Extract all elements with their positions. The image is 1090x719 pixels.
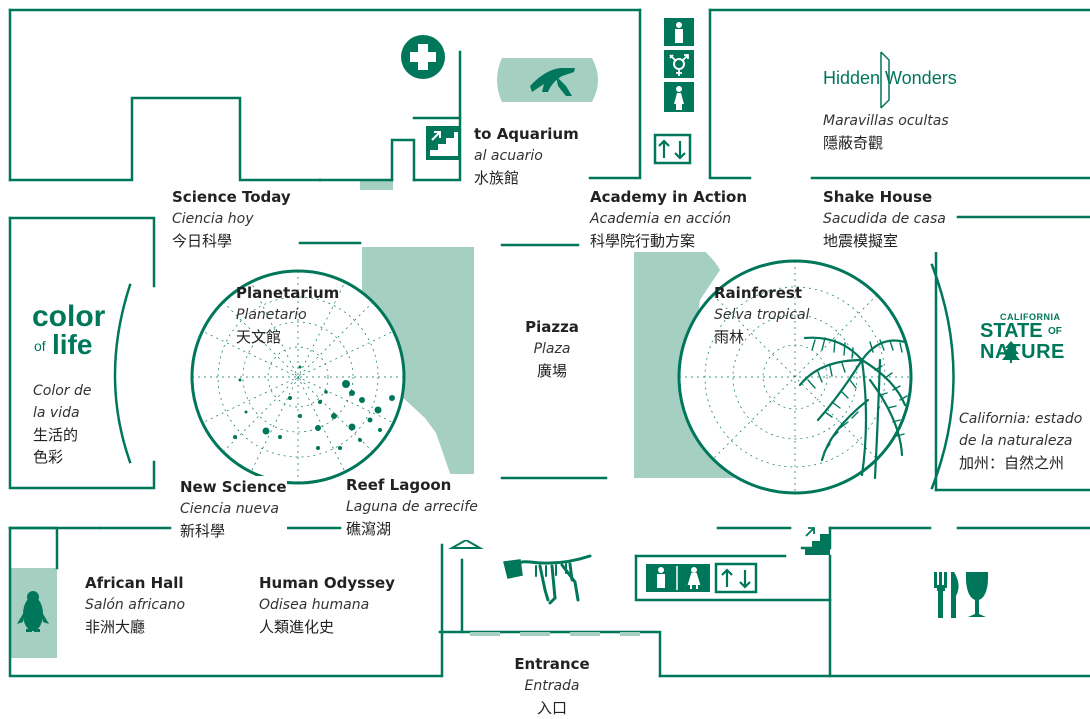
color-of-life-logo-life: life — [52, 329, 93, 360]
new-science-en: New Science — [180, 478, 287, 496]
color-of-life-es-1: Color de — [33, 383, 92, 399]
state-of-nature-logo-nature: NATURE — [980, 341, 1065, 363]
piazza-label: Piazza Plaza 廣場 — [512, 316, 592, 382]
hidden-wonders-zh: 隱蔽奇觀 — [823, 134, 884, 152]
color-of-life-zh-1: 生活的 — [33, 426, 79, 444]
doorway-block — [360, 180, 393, 190]
african-hall-en: African Hall — [85, 574, 184, 592]
human-odyssey-zh: 人類進化史 — [259, 618, 335, 636]
state-of-nature-logo-state: STATE — [980, 320, 1043, 342]
state-of-nature-es-2: de la naturaleza — [959, 433, 1073, 449]
restroom-men-icon — [664, 18, 694, 46]
to-aquarium-en: to Aquarium — [474, 125, 579, 143]
african-hall-zh: 非洲大廳 — [85, 618, 146, 636]
hidden-wonders-logo-left: Hidden — [823, 68, 881, 88]
color-of-life-logo-of: of — [34, 338, 46, 354]
science-today-zh: 今日科學 — [172, 232, 233, 250]
elevator-icon — [653, 133, 692, 165]
state-of-nature-logo-california: CALIFORNIA — [1000, 312, 1061, 322]
color-of-life-es-2: la vida — [33, 405, 80, 421]
science-today-label: Science Today Ciencia hoy 今日科學 — [172, 186, 291, 252]
academy-in-action-es: Academia en acción — [590, 211, 732, 227]
academy-in-action-en: Academy in Action — [590, 188, 748, 206]
shake-house-zh: 地震模擬室 — [823, 232, 899, 250]
piazza-en: Piazza — [525, 318, 579, 336]
human-odyssey-es: Odisea humana — [259, 597, 370, 613]
hidden-wonders-logo-right: Wonders — [885, 68, 957, 88]
planetarium-zh: 天文館 — [236, 328, 282, 346]
star-dots — [233, 365, 402, 450]
reef-lagoon-zh: 礁瀉湖 — [346, 520, 392, 538]
dining-icon — [934, 572, 989, 618]
academy-in-action-zh: 科學院行動方案 — [590, 232, 696, 250]
hidden-wonders-label: Maravillas ocultas 隱蔽奇觀 — [823, 110, 949, 154]
new-science-es: Ciencia nueva — [180, 501, 279, 517]
restroom-lower-icon — [646, 564, 710, 592]
restroom-allgender-icon — [664, 50, 694, 78]
penguin-icon — [17, 591, 49, 632]
planetarium-dome — [190, 269, 406, 485]
palm-tree-icon — [798, 336, 908, 480]
new-science-zh: 新科學 — [180, 522, 226, 540]
entrance-zh: 入口 — [536, 699, 567, 717]
new-science-label: New Science Ciencia nueva 新科學 — [180, 476, 287, 542]
stairs-icon — [426, 126, 460, 160]
restroom-women-icon — [664, 82, 694, 112]
state-of-nature-label: California: estado de la naturaleza 加州：自… — [959, 408, 1082, 474]
african-hall-label: African Hall Salón africano 非洲大廳 — [85, 572, 185, 638]
shake-house-es: Sacudida de casa — [823, 211, 946, 227]
rainforest-zh: 雨林 — [714, 328, 745, 346]
reef-lagoon-es: Laguna de arrecife — [346, 499, 478, 515]
reef-lagoon-area — [362, 247, 474, 479]
state-of-nature-zh: 加州：自然之州 — [959, 454, 1065, 472]
academy-in-action-label: Academy in Action Academia en acción 科學院… — [590, 186, 748, 252]
science-today-es: Ciencia hoy — [172, 211, 254, 227]
human-odyssey-label: Human Odyssey Odisea humana 人類進化史 — [259, 572, 395, 638]
planetarium-es: Planetario — [236, 307, 307, 323]
piazza-es: Plaza — [533, 341, 571, 357]
state-of-nature-tree-mark — [1002, 341, 1020, 363]
reef-lagoon-label: Reef Lagoon Laguna de arrecife 礁瀉湖 — [346, 474, 478, 540]
hidden-wonders-es: Maravillas ocultas — [823, 113, 949, 129]
shake-house-en: Shake House — [823, 188, 933, 206]
rainforest-label: Rainforest Selva tropical 雨林 — [714, 282, 809, 348]
color-of-life-logo-top: color — [32, 300, 106, 333]
science-today-en: Science Today — [172, 188, 291, 206]
entrance-es: Entrada — [524, 678, 580, 694]
elevator-lower-icon — [714, 562, 758, 594]
state-of-nature-logo-of: OF — [1048, 326, 1062, 337]
human-odyssey-en: Human Odyssey — [259, 574, 395, 592]
piazza-zh: 廣場 — [536, 362, 567, 380]
to-aquarium-es: al acuario — [474, 148, 543, 164]
rainforest-en: Rainforest — [714, 284, 802, 302]
color-of-life-zh-2: 色彩 — [33, 448, 64, 466]
state-of-nature-es-1: California: estado — [959, 411, 1083, 427]
to-aquarium-zh: 水族館 — [474, 169, 520, 187]
to-aquarium-label: to Aquarium al acuario 水族館 — [474, 123, 579, 189]
planetarium-label: Planetarium Planetario 天文館 — [236, 282, 339, 348]
stairs-lower-icon — [805, 527, 830, 555]
rainforest-es: Selva tropical — [714, 307, 810, 323]
entrance-en: Entrance — [514, 655, 590, 673]
entrance-label: Entrance Entrada 入口 — [492, 653, 612, 719]
first-aid-icon — [401, 35, 445, 79]
hidden-wonders-logo-mark — [880, 51, 890, 109]
shake-house-label: Shake House Sacudida de casa 地震模擬室 — [823, 186, 946, 252]
african-hall-es: Salón africano — [85, 597, 186, 613]
dinosaur-skeleton-icon — [503, 554, 592, 605]
reef-lagoon-en: Reef Lagoon — [346, 476, 452, 494]
color-of-life-label: Color de la vida 生活的 色彩 — [33, 380, 92, 468]
planetarium-en: Planetarium — [236, 284, 340, 302]
crocodile-icon — [497, 58, 598, 102]
